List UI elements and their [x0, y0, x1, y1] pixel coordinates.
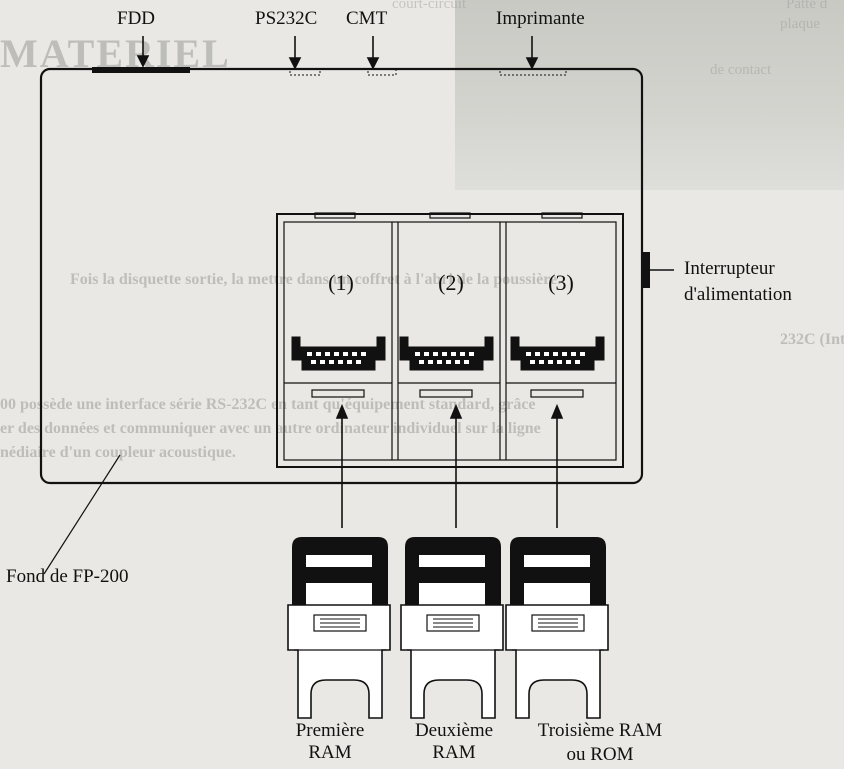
slot-number: (3) [528, 272, 594, 294]
bottom-leader-line [44, 455, 120, 574]
slot-connectors [292, 337, 604, 397]
cartridge-label-line2: RAM [394, 742, 514, 764]
slot-number: (2) [418, 272, 484, 294]
cartridge-label-line2: RAM [270, 742, 390, 764]
fdd-port [92, 67, 190, 73]
printer-label: Imprimante [496, 8, 585, 30]
ram-cartridge [401, 537, 503, 718]
top-arrows [138, 36, 537, 68]
ram-compartment [277, 214, 623, 467]
fdd-label: FDD [117, 8, 155, 30]
slot-number: (1) [308, 272, 374, 294]
power-switch-label-line2: d'alimentation [684, 284, 792, 306]
cartridge-label-line1: Troisième RAM [510, 720, 690, 742]
ram-cartridge [506, 537, 608, 718]
ram-cartridge [288, 537, 390, 718]
cartridge-label-line1: Première [270, 720, 390, 742]
cartridge-label-line1: Deuxième [394, 720, 514, 742]
cmt-label: CMT [346, 8, 387, 30]
cartridge-label-line2: ou ROM [510, 744, 690, 766]
slot-3-connector [511, 337, 604, 397]
power-switch-label-line1: Interrupteur [684, 258, 775, 280]
power-switch [642, 252, 650, 288]
bottom-label: Fond de FP-200 [6, 566, 128, 588]
slot-1-connector [292, 337, 385, 397]
slot-2-connector [400, 337, 493, 397]
ps232c-label: PS232C [255, 8, 317, 30]
